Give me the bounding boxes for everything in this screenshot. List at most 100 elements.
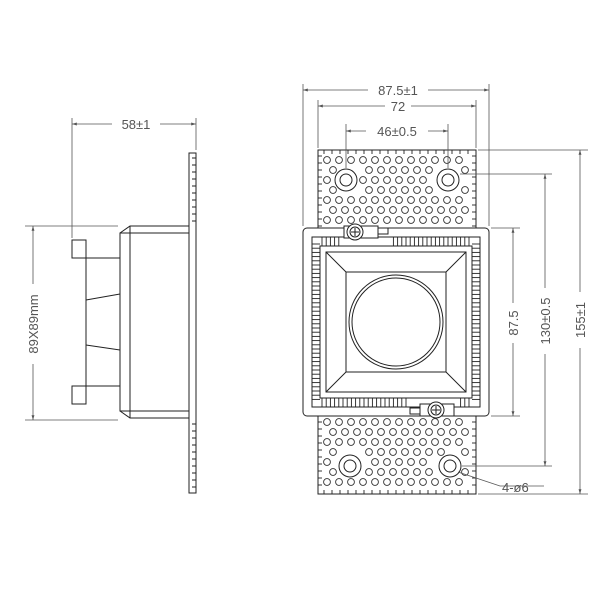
side-flange-teeth [192,157,196,488]
perforation-dot [323,156,331,164]
perforation-dot [323,458,331,466]
hole-height-dim-label: 130±0.5 [538,298,553,345]
perforation-dot [407,458,415,466]
reflector-inner [345,271,447,373]
perforation-dot [371,458,379,466]
perforation-dot [431,478,439,486]
perforation-dot [425,186,433,194]
overall-height-dim-label: 155±1 [573,302,588,338]
perforation-dot [395,156,403,164]
perforation-dot [431,156,439,164]
mounting-hole-top-left [334,168,358,192]
side-bottom-pin [71,385,87,405]
frame-height-dim-label: 87.5 [506,310,521,335]
perforation-dot [455,216,463,224]
side-connector-lines [85,293,121,351]
perforation-dot [419,458,427,466]
perforation-dot [419,418,427,426]
perforation-dot [335,478,343,486]
perforation-dot [455,418,463,426]
top-clip [343,223,389,241]
perforation-dot [389,468,397,476]
perforation-dot [335,156,343,164]
perforation-dot [365,166,373,174]
perforation-dot [431,196,439,204]
perforation-dot [413,448,421,456]
perforation-dot [395,478,403,486]
perforation-dot [413,186,421,194]
perforation-dot [389,206,397,214]
depth-dim-label: 58±1 [122,117,151,132]
perforation-dot [407,216,415,224]
perforation-dot [419,478,427,486]
perforation-dot [401,448,409,456]
perforation-dot [413,468,421,476]
perforation-dot [329,468,337,476]
perforation-dot [347,418,355,426]
perforation-dot [377,186,385,194]
perforation-dot [365,448,373,456]
perforation-dot [425,206,433,214]
perforation-dot [431,418,439,426]
side-flange-plate [188,152,197,494]
perforation-dot [383,196,391,204]
perforation-dot [431,216,439,224]
frame-ribs [312,237,480,407]
perforation-dot [359,216,367,224]
perforation-dot [455,438,463,446]
perforation-dot [407,176,415,184]
perforation-dot [365,186,373,194]
perforation-dot [413,206,421,214]
perforation-dot [449,428,457,436]
hole-spacing-dim-label: 46±0.5 [377,124,417,139]
side-view [71,152,197,494]
perforation-dot [425,448,433,456]
perforation-dot [407,478,415,486]
perforation-dot [443,196,451,204]
perforation-dot [347,216,355,224]
perforation-dot [377,468,385,476]
perforation-dot [329,186,337,194]
perforation-dot [329,166,337,174]
reflector-mid [325,251,467,393]
perforation-dot [329,206,337,214]
perforation-dot [401,166,409,174]
perforation-dot [383,418,391,426]
perforation-dot [383,176,391,184]
perforation-dot [359,156,367,164]
perforation-dot [359,438,367,446]
trim-frame-band [311,236,481,408]
perforation-dot [425,428,433,436]
perforation-dot [371,176,379,184]
side-top-pin [71,239,87,259]
perforation-dot [443,438,451,446]
perforation-dot [461,186,469,194]
perforation-dot [461,468,469,476]
perforation-dot [359,418,367,426]
perforation-dot [323,478,331,486]
perforation-dot [341,428,349,436]
inner-width-dim-label: 72 [391,99,405,114]
perforation-dot [413,166,421,174]
perforation-dot [461,206,469,214]
overall-width-dim-label: 87.5±1 [378,83,418,98]
perforation-dot [323,196,331,204]
perforation-dot [401,468,409,476]
perforation-dot [377,206,385,214]
perforation-dot [353,428,361,436]
perforation-dot [323,438,331,446]
perforation-dot [383,438,391,446]
perforation-dot [371,156,379,164]
perforation-dot [407,438,415,446]
perforation-dot [419,216,427,224]
perforation-dot [323,176,331,184]
perforation-dot [461,428,469,436]
perforation-dot [353,206,361,214]
perforation-dot [401,186,409,194]
perforation-dot [335,196,343,204]
cutout-label-bg [25,284,41,364]
perforation-dot [419,176,427,184]
perforation-dot [323,418,331,426]
perforation-dot [443,216,451,224]
perforation-dot [347,156,355,164]
